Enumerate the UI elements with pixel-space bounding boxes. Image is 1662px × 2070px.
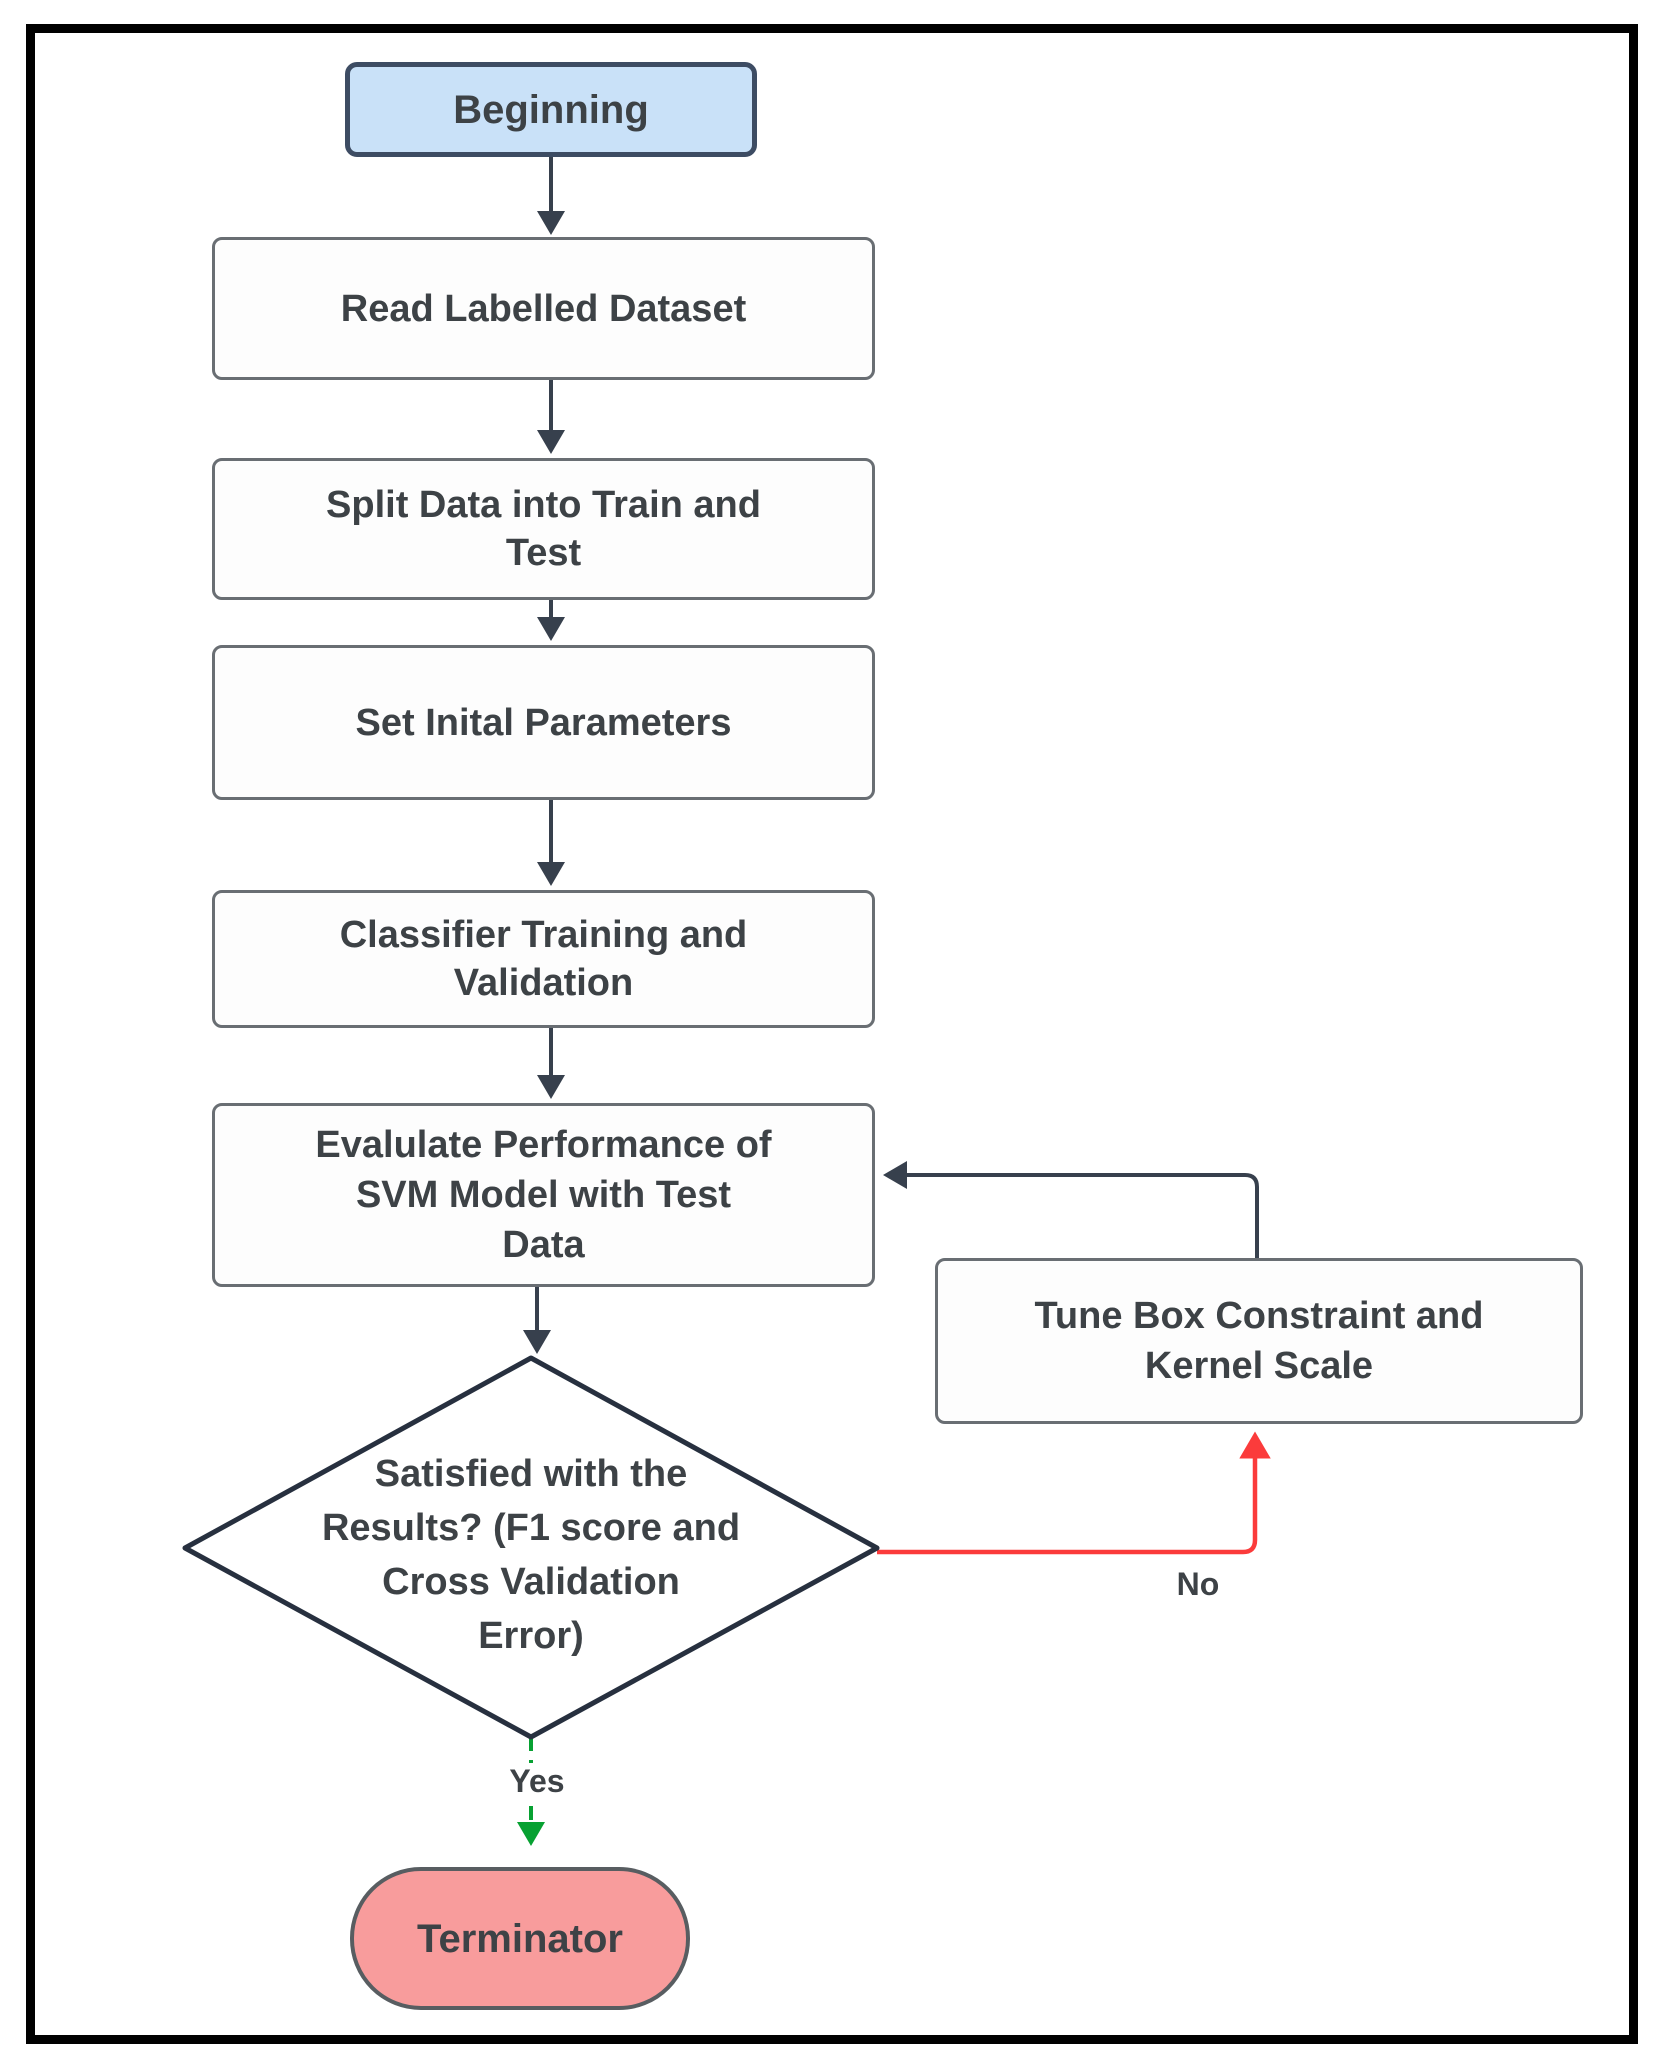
decision-diamond-label: Satisfied with the Results? (F1 score an…	[321, 1453, 741, 1657]
arrow-no-decision-to-tune	[877, 1431, 1271, 1555]
node-classifier-training-validation: Classifier Training and Validation	[212, 890, 875, 1028]
node-beginning: Beginning	[345, 62, 757, 157]
node-evaluate-svm-performance: Evalulate Performance of SVM Model with …	[212, 1103, 875, 1287]
node-split-data-train-test: Split Data into Train and Test	[212, 458, 875, 600]
node-read-labelled-dataset: Read Labelled Dataset	[212, 237, 875, 380]
decision-diamond-shape	[182, 1355, 880, 1740]
edge-label-no: No	[1148, 1566, 1248, 1603]
node-set-initial-parameters: Set Inital Parameters	[212, 645, 875, 800]
node-terminator: Terminator	[350, 1867, 690, 2010]
arrow-tune-to-evaluate	[883, 1161, 1259, 1258]
edge-label-yes: Yes	[487, 1763, 587, 1800]
node-tune-box-constraint-kernel-scale: Tune Box Constraint and Kernel Scale	[935, 1258, 1583, 1424]
